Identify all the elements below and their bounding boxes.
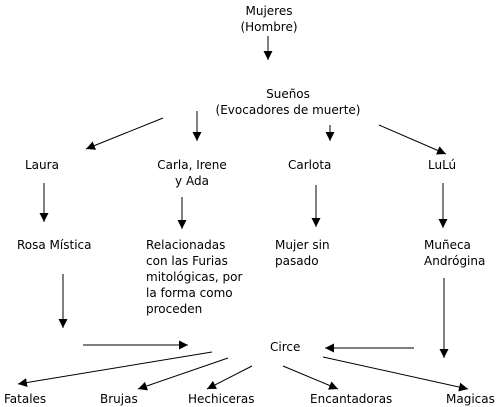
node-relacionadas-line-1: Relacionadas [146,238,226,252]
node-hechiceras: Hechiceras [188,391,254,407]
node-fatales-line-1: Fatales [4,392,47,406]
arrow-circe-to-encantadoras [282,365,339,390]
node-rosa-mistica-line-1: Rosa Mística [17,238,92,252]
node-lulu: LuLú [428,157,456,173]
node-laura: Laura [25,157,59,173]
node-mujeres-line-1: Mujeres [245,4,293,18]
node-brujas: Brujas [100,391,138,407]
node-magicas-line-1: Magicas [446,392,495,406]
node-laura-line-1: Laura [25,158,59,172]
arrow-circe-to-hechiceras [206,365,253,390]
node-mujer-sin-pasado-line-2: pasado [275,254,319,268]
node-suenos-line-1: Sueños [266,87,310,101]
node-brujas-line-1: Brujas [100,392,138,406]
node-carlota-line-1: Carlota [288,158,332,172]
arrow-circe-to-brujas [137,357,229,391]
node-mujeres: Mujeres (Hombre) [232,3,306,35]
node-relacionadas-line-2: con las Furias [146,254,228,268]
node-carlota: Carlota [288,157,331,173]
node-mujer-sin-pasado: Mujer sin pasado [275,237,330,269]
node-circe-line-1: Circe [270,340,301,354]
node-muneca-androgina-line-2: Andrógina [424,254,486,268]
node-muneca-androgina: Muñeca Andrógina [424,237,485,269]
node-suenos-line-2: (Evocadores de muerte) [215,103,361,117]
node-magicas: Magicas [446,391,495,407]
node-carla-line-1: Carla, Irene [157,158,227,172]
node-mujeres-line-2: (Hombre) [240,20,298,34]
node-relacionadas: Relacionadas con las Furias mitológicas,… [146,237,242,317]
node-carla-line-2: y Ada [175,174,209,188]
node-mujer-sin-pasado-line-1: Mujer sin [275,238,330,252]
node-carla: Carla, Irene y Ada [140,157,244,189]
arrow-suenos-to-lulu [378,124,447,155]
node-encantadoras-line-1: Encantadoras [310,392,393,406]
node-circe: Circe [270,339,300,355]
arrow-circe-to-magicas [322,356,469,392]
node-lulu-line-1: LuLú [428,158,457,172]
node-encantadoras: Encantadoras [310,391,392,407]
node-relacionadas-line-4: la forma como [146,286,233,300]
node-fatales: Fatales [4,391,46,407]
node-relacionadas-line-3: mitológicas, por [146,270,243,284]
node-muneca-androgina-line-1: Muñeca [424,238,471,252]
node-rosa-mistica: Rosa Mística [17,237,92,253]
node-suenos: Sueños (Evocadores de muerte) [200,86,376,118]
node-relacionadas-line-5: proceden [146,302,203,316]
arrow-circe-to-fatales [17,351,213,387]
arrow-suenos-to-laura [85,117,164,150]
node-hechiceras-line-1: Hechiceras [188,392,255,406]
